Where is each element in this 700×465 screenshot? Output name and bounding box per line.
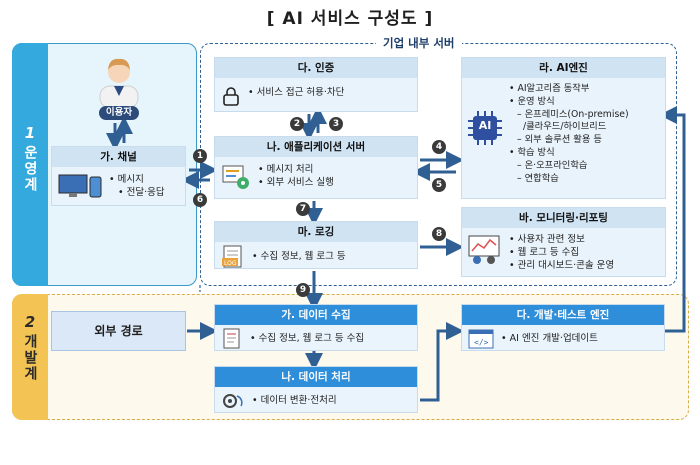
enterprise-server-label: 기업 내부 서버 [376,35,462,51]
op-channel-title: 가. 채널 [52,147,185,167]
monitoring-title: 바. 모니터링·리포팅 [462,208,665,228]
auth-title: 다. 인증 [215,58,417,78]
monitoring-item: 관리 대시보드·콘솔 운영 [509,259,614,272]
app-server-item: 메시지 처리 [258,163,334,176]
ai-engine-line: AI알고리즘 동작부 [509,83,629,96]
data-collect-card: 가. 데이터 수집 수집 정보, 웹 로그 등 수집 [214,304,418,351]
step-7-badge: 7 [296,202,310,216]
ai-engine-line: /클라우드/하이브리드 [523,121,607,133]
operation-band: 1 운영계 [12,43,48,286]
process-devtest-arrow [420,322,464,402]
data-process-title: 나. 데이터 처리 [215,367,417,387]
monitoring-dashboard-icon [468,235,500,264]
data-process-item: 데이터 변환·전처리 [252,394,337,407]
monitoring-card: 바. 모니터링·리포팅 사용자 관련 정보 웹 로그 등 수집 관리 대시보드·… [461,207,666,277]
development-band: 2 개발계 [12,294,48,420]
log-file-icon: LOG [222,245,242,268]
ai-engine-line: 학습 방식 [509,147,629,160]
devtest-ai-update-arrow [659,106,686,333]
dev-test-card: 다. 개발·테스트 엔진 </> AI 엔진 개발·업데이트 [461,304,665,351]
data-collect-title: 가. 데이터 수집 [215,305,417,325]
auth-item: 서비스 접근 허용·차단 [248,86,345,99]
channel-app-arrows [181,161,218,189]
app-ai-arrows [412,151,464,181]
data-process-card: 나. 데이터 처리 데이터 변환·전처리 [214,366,418,413]
user-person-icon [99,58,139,108]
ai-engine-line: 온·오프라인학습 [509,160,629,173]
svg-text:LOG: LOG [224,260,237,267]
auth-app-arrows [300,106,327,141]
auth-card: 다. 인증 서비스 접근 허용·차단 [214,57,418,112]
user-label: 이용자 [99,106,139,120]
lock-icon [223,87,239,106]
gear-transform-icon [223,394,243,408]
op-channel-item: 전달·응답 [109,186,165,199]
app-server-card: 나. 애플리케이션 서버 메시지 처리 외부 서비스 실행 [214,136,418,199]
data-collect-item: 수집 정보, 웹 로그 등 수집 [250,332,365,345]
app-server-title: 나. 애플리케이션 서버 [215,137,417,157]
logging-card: 마. 로깅 LOG 수집 정보, 웹 로그 등 [214,221,418,269]
monitoring-item: 웹 로그 등 수집 [509,246,614,259]
server-gear-icon [222,165,249,189]
monitoring-item: 사용자 관련 정보 [509,233,614,246]
ai-engine-line: 외부 솔루션 활용 등 [509,134,629,147]
ai-engine-line: 운영 방식 [509,96,629,109]
step-2-badge: 2 [290,117,304,131]
dev-test-title: 다. 개발·테스트 엔진 [462,305,664,325]
development-label: 개발계 [22,334,38,382]
step-8-badge: 8 [432,227,446,241]
op-channel-card: 가. 채널 메시지 전달·응답 [51,146,186,206]
code-window-icon: </> [468,329,494,349]
ai-engine-card: 라. AI엔진 AI AI알고리즘 동작부 운영 방식 온프레미스(On-pre… [461,57,666,199]
svg-text:</>: </> [474,338,489,347]
step-1-badge: 1 [193,149,207,163]
collect-document-icon [223,328,240,349]
ai-chip-label: AI [478,119,492,132]
op-channel-item: 메시지 [109,173,165,186]
logging-title: 마. 로깅 [215,222,417,242]
user-channel-arrows [106,116,133,151]
app-server-item: 외부 서비스 실행 [258,176,334,189]
operation-label: 운영계 [22,145,38,193]
dev-test-item: AI 엔진 개발·업데이트 [501,332,598,345]
ai-engine-line: 연합학습 [509,173,629,186]
operation-number: 1 [24,124,36,142]
step-9-badge: 9 [296,283,310,297]
step-3-badge: 3 [329,117,343,131]
ai-chip-icon: AI [468,111,502,145]
development-number: 2 [24,313,36,331]
step-4-badge: 4 [432,140,446,154]
device-icon [58,174,102,198]
diagram-title: [ AI 서비스 구성도 ] [266,9,434,29]
ai-engine-title: 라. AI엔진 [462,58,665,78]
ai-engine-line: 온프레미스(On-premise) [509,109,629,122]
external-path-box: 외부 경로 [51,311,186,351]
step-5-badge: 5 [432,178,446,192]
step-6-badge: 6 [193,193,207,207]
logging-item: 수집 정보, 웹 로그 등 [252,250,346,263]
